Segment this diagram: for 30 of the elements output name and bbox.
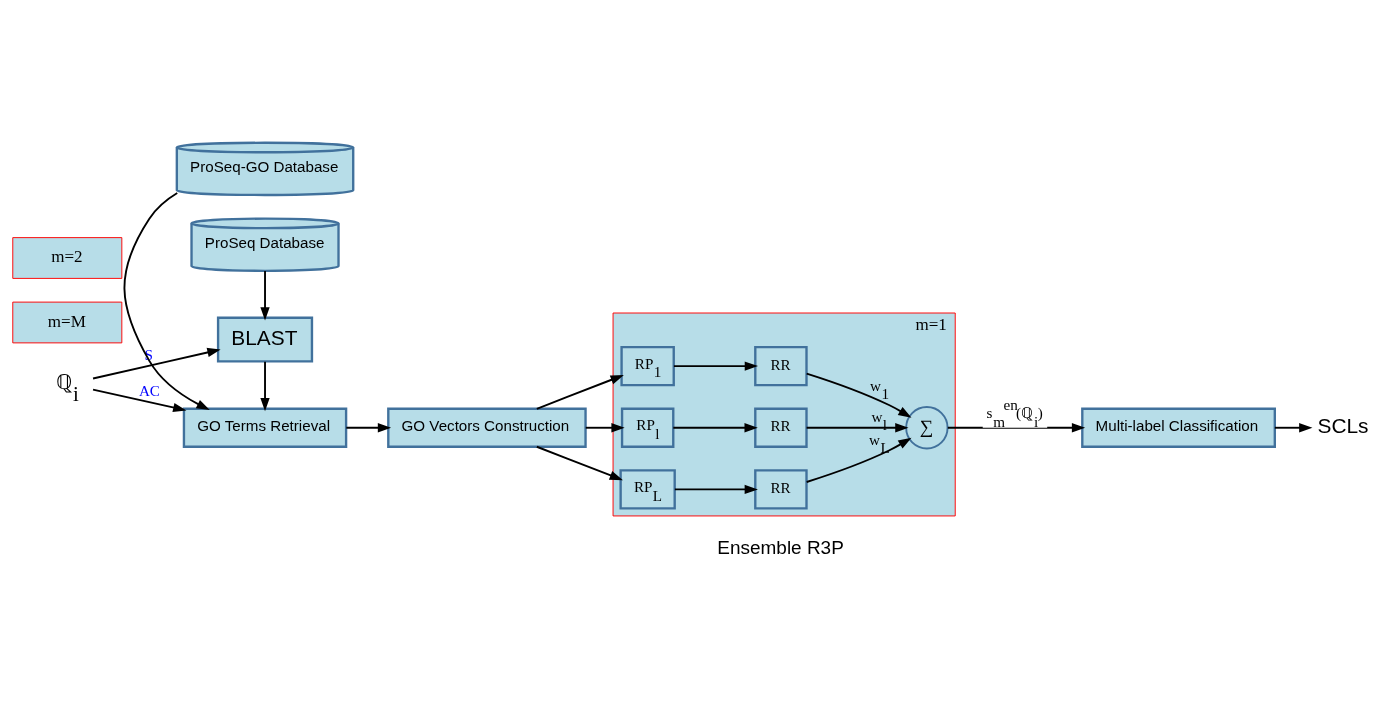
node-box: RR	[754, 345, 808, 387]
arrow	[672, 423, 758, 433]
arrow	[946, 423, 1086, 433]
arrow	[805, 372, 912, 418]
node-box: RR	[754, 407, 808, 448]
arrow	[584, 423, 625, 433]
arrow	[123, 192, 210, 411]
node-box: m=2	[12, 237, 123, 279]
node-box: GO Terms Retrieval	[182, 407, 348, 448]
arrow	[805, 423, 909, 433]
arrow	[672, 361, 759, 371]
arrow	[535, 445, 623, 481]
arrow	[92, 347, 221, 380]
node-text: SCLs	[1317, 414, 1369, 438]
arrow	[535, 375, 624, 410]
node-circle: ∑	[905, 406, 949, 450]
arrow	[673, 484, 758, 495]
arrow	[345, 423, 392, 433]
node-box: m=M	[12, 301, 123, 344]
node-box: RR	[754, 469, 808, 510]
edge-label: AC	[138, 382, 160, 400]
arrow	[805, 437, 912, 483]
arrow	[92, 388, 187, 413]
arrow	[260, 270, 270, 321]
arrow	[1273, 423, 1313, 433]
label: Ensemble R3P	[717, 536, 844, 558]
arrow	[260, 360, 270, 412]
node-box: GO Vectors Construction	[387, 407, 587, 448]
node-box: BLAST	[216, 316, 314, 363]
node-box: Multi-label Classification	[1081, 407, 1276, 448]
